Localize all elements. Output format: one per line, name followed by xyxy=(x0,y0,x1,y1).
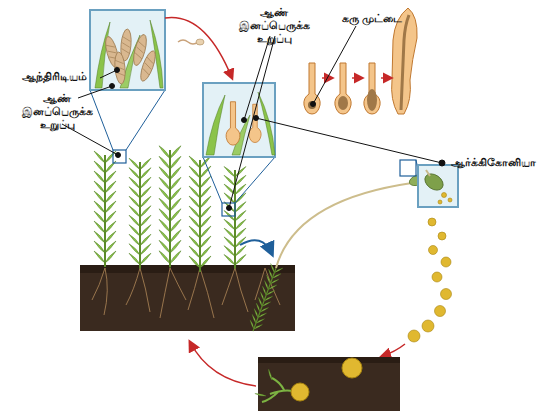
part-label: ஆர்க்கிகோனியா xyxy=(446,156,541,169)
part-label: ஆண் இனப்பெருக்க உறுப்பு xyxy=(228,6,320,45)
part-label: ஆண் இனப்பெருக்க உறுப்பு xyxy=(22,92,92,131)
part-label: ஆந்திரிடியம் xyxy=(8,70,100,83)
part-label: கரு முட்டை xyxy=(332,12,412,25)
